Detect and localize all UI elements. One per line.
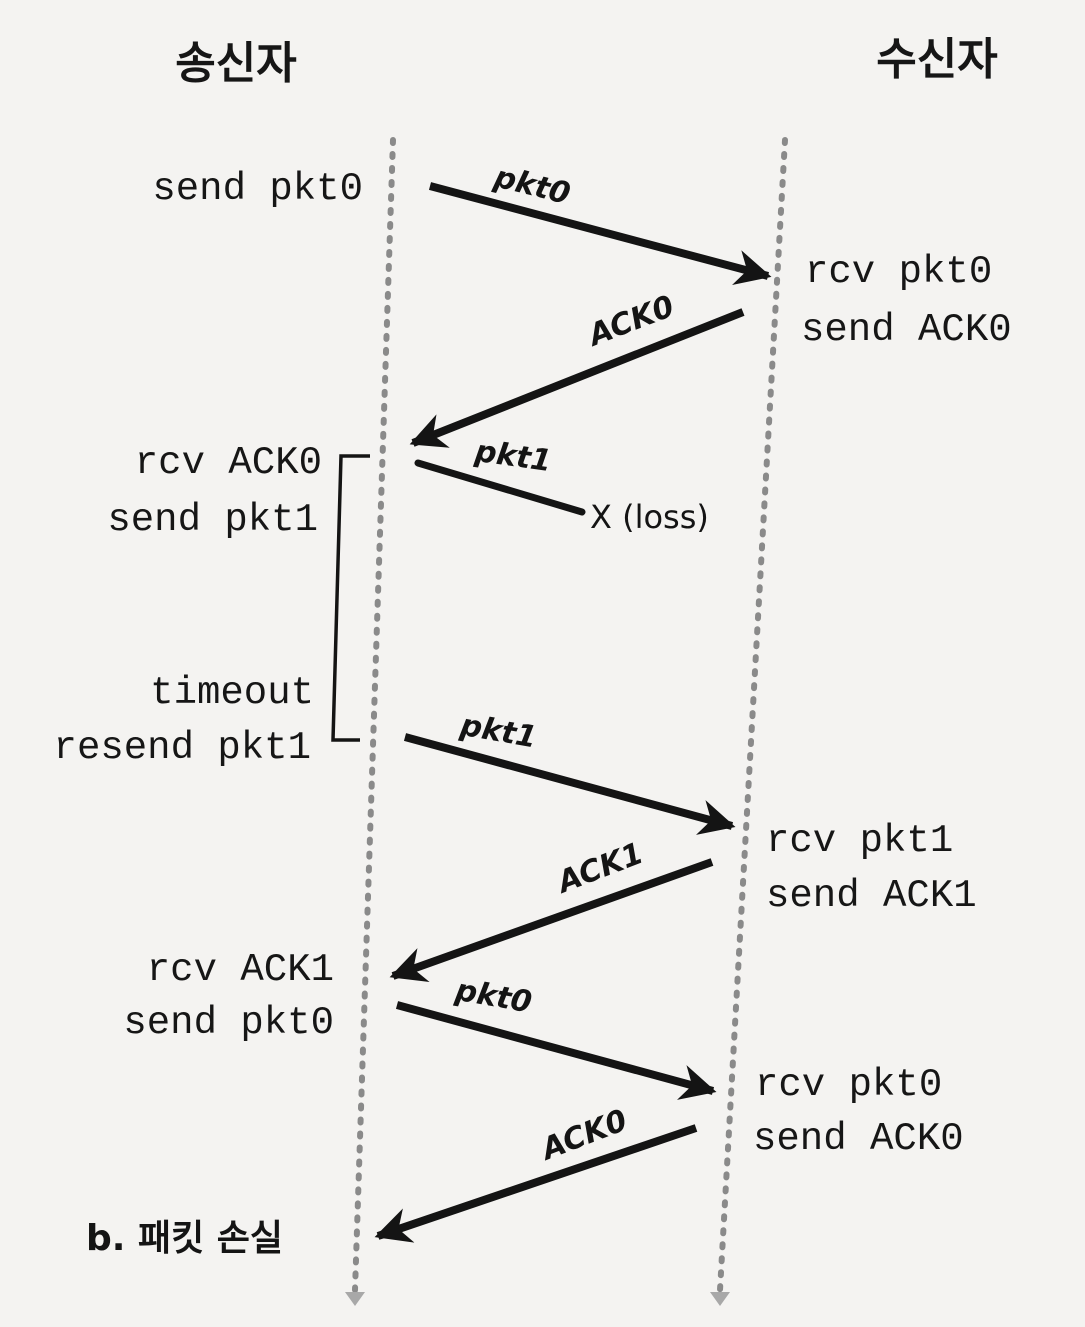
diagram-caption: b. 패킷 손실 xyxy=(86,1218,283,1259)
msg-label-pkt1-lost: pkt1 xyxy=(472,434,554,479)
sender-header: 송신자 xyxy=(175,38,296,89)
sender-event-resend-pkt1: resend pkt1 xyxy=(54,726,311,770)
msg-label-pkt1-resend: pkt1 xyxy=(457,708,540,756)
sender-timeline-end-icon xyxy=(345,1292,365,1306)
sender-timeline xyxy=(352,137,396,1293)
arrow-pkt1-lost xyxy=(414,459,586,516)
sender-event-send-pkt0-again: send pkt0 xyxy=(123,1001,334,1045)
timeout-bracket xyxy=(331,454,370,742)
receiver-event-send-ack0: send ACK0 xyxy=(801,308,1012,352)
receiver-timeline-end-icon xyxy=(710,1292,730,1306)
receiver-header: 수신자 xyxy=(876,34,997,85)
arrow-pkt0-second xyxy=(395,1001,717,1100)
arrow-ack0-second xyxy=(374,1124,698,1243)
arrow-ack0-first xyxy=(409,308,745,448)
arrow-ack1 xyxy=(389,858,714,983)
sender-event-rcv-ack1: rcv ACK1 xyxy=(147,948,334,992)
loss-label: X (loss) xyxy=(590,498,709,536)
msg-label-pkt0-second: pkt0 xyxy=(452,973,535,1021)
arrow-pkt1-resend xyxy=(403,733,736,835)
receiver-event-rcv-pkt0-again: rcv pkt0 xyxy=(755,1063,942,1107)
receiver-event-send-ack1: send ACK1 xyxy=(766,874,977,918)
sender-event-send-pkt0: send pkt0 xyxy=(152,167,363,211)
receiver-event-rcv-pkt0: rcv pkt0 xyxy=(805,250,992,294)
receiver-event-send-ack0-again: send ACK0 xyxy=(753,1117,964,1161)
receiver-timeline xyxy=(717,137,788,1293)
sender-event-send-pkt1: send pkt1 xyxy=(107,498,318,542)
arrow-pkt0-first xyxy=(428,182,772,286)
sender-event-timeout: timeout xyxy=(150,671,314,715)
sender-event-rcv-ack0: rcv ACK0 xyxy=(135,441,322,485)
receiver-event-rcv-pkt1: rcv pkt1 xyxy=(766,819,953,863)
